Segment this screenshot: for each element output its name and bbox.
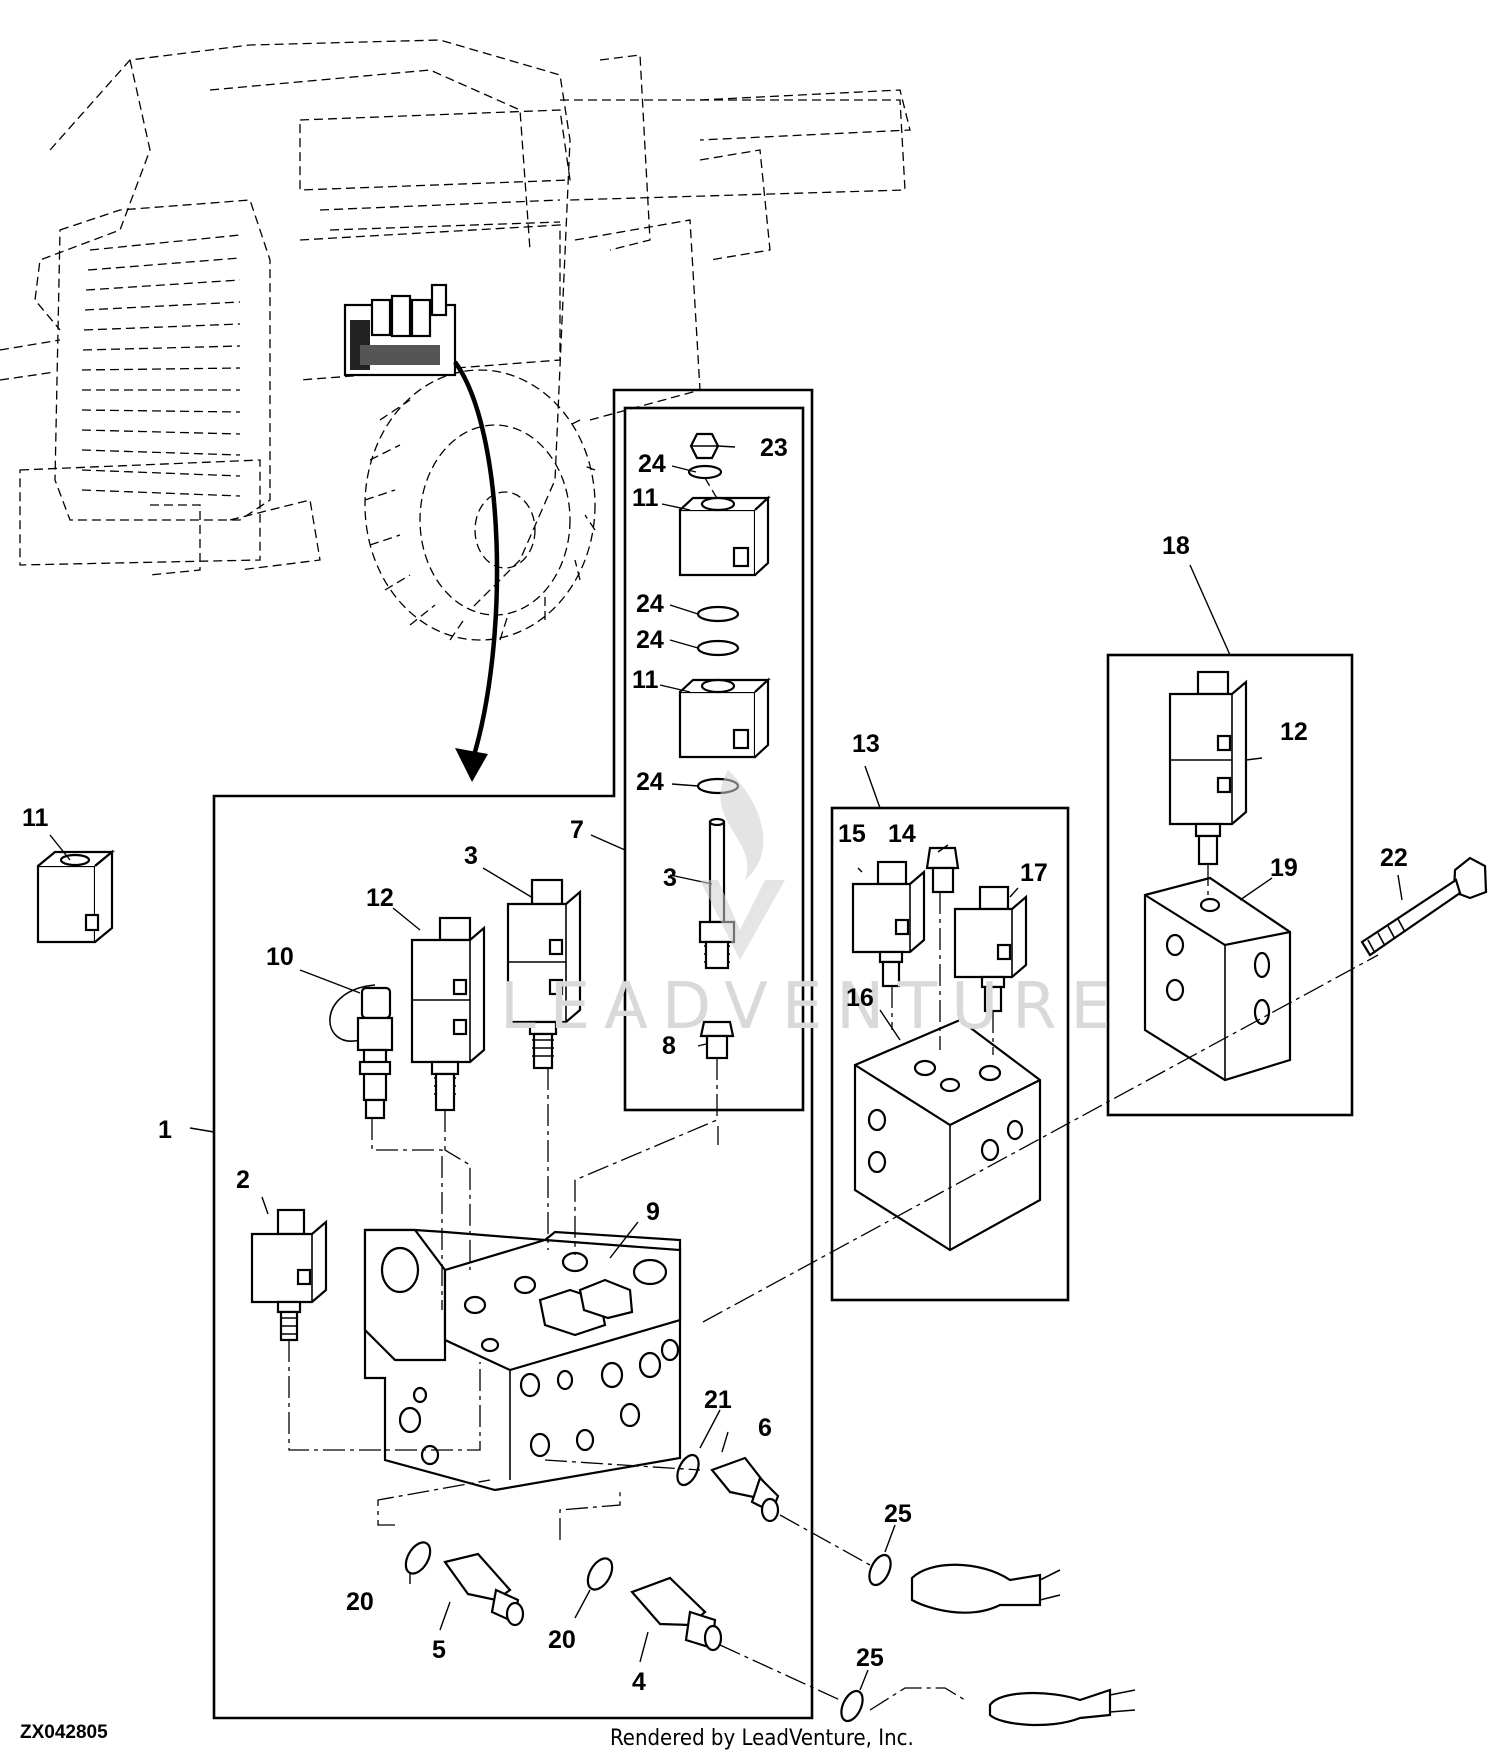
part-6-fitting	[676, 1453, 780, 1523]
callout-24: 24	[636, 626, 664, 654]
callout-9: 9	[646, 1198, 660, 1226]
callout-22: 22	[1380, 844, 1408, 872]
callout-3: 3	[663, 864, 677, 892]
part-4-fitting	[586, 1557, 723, 1652]
callout-2: 2	[236, 1166, 250, 1194]
callout-24: 24	[636, 590, 664, 618]
location-arrow	[453, 360, 500, 782]
callout-4: 4	[632, 1668, 646, 1696]
valve-location-on-machine	[343, 283, 457, 377]
callout-13: 13	[852, 730, 880, 758]
callout-23: 23	[760, 434, 788, 462]
callout-leader-lines	[49, 445, 1403, 1691]
part-25-orings-hoses	[840, 1553, 1136, 1727]
callout-12: 12	[1280, 718, 1308, 746]
part-3-double-coil-valve	[506, 878, 582, 1070]
part-9-manifold-block	[363, 1228, 682, 1492]
callout-20: 20	[346, 1588, 374, 1616]
assembly-box-13	[830, 806, 1070, 1302]
callout-14: 14	[888, 820, 916, 848]
part-22-bolt	[1360, 856, 1488, 957]
callout-labels: 1 2 3 3 4 5 6 7 8 9 10 11 11 11 12 12 13…	[22, 434, 1408, 1696]
callout-15: 15	[838, 820, 866, 848]
callout-21: 21	[704, 1386, 732, 1414]
watermark-text: LEADVENTURE	[500, 970, 1125, 1044]
assembly-center-lines	[288, 864, 1379, 1711]
callout-11: 11	[632, 666, 659, 694]
callout-17: 17	[1020, 859, 1048, 887]
machine-phantom-outline	[0, 39, 911, 641]
callout-24: 24	[638, 450, 666, 478]
solenoid-stack-7	[678, 432, 771, 1060]
callout-16: 16	[846, 984, 874, 1012]
callout-11: 11	[632, 484, 659, 512]
callout-12: 12	[366, 884, 394, 912]
rendered-by-footer: Rendered by LeadVenture, Inc.	[610, 1726, 914, 1751]
part-2-coil-valve	[250, 1208, 328, 1342]
part-5-fitting	[404, 1541, 525, 1627]
callout-18: 18	[1162, 532, 1190, 560]
callout-11: 11	[22, 804, 49, 832]
box-13-parts	[851, 846, 1042, 1252]
callout-6: 6	[758, 1414, 772, 1442]
drawing-code: ZX042805	[20, 1722, 108, 1743]
box-18-parts	[1143, 670, 1292, 1082]
callout-3: 3	[464, 842, 478, 870]
callout-10: 10	[266, 943, 294, 971]
callout-1: 1	[158, 1116, 172, 1144]
watermark-logo	[700, 770, 785, 960]
assembly-box-7	[623, 406, 805, 1112]
callout-8: 8	[662, 1032, 676, 1060]
callout-20: 20	[548, 1626, 576, 1654]
callout-7: 7	[570, 816, 584, 844]
part-11-coil	[36, 849, 116, 944]
callout-5: 5	[432, 1636, 446, 1664]
callout-19: 19	[1270, 854, 1298, 882]
callout-24: 24	[636, 768, 664, 796]
assembly-box-1	[212, 388, 814, 1720]
part-12-double-coil-valve	[410, 916, 486, 1112]
callout-25: 25	[856, 1644, 884, 1672]
part-10-coupler	[329, 984, 394, 1120]
callout-25: 25	[884, 1500, 912, 1528]
